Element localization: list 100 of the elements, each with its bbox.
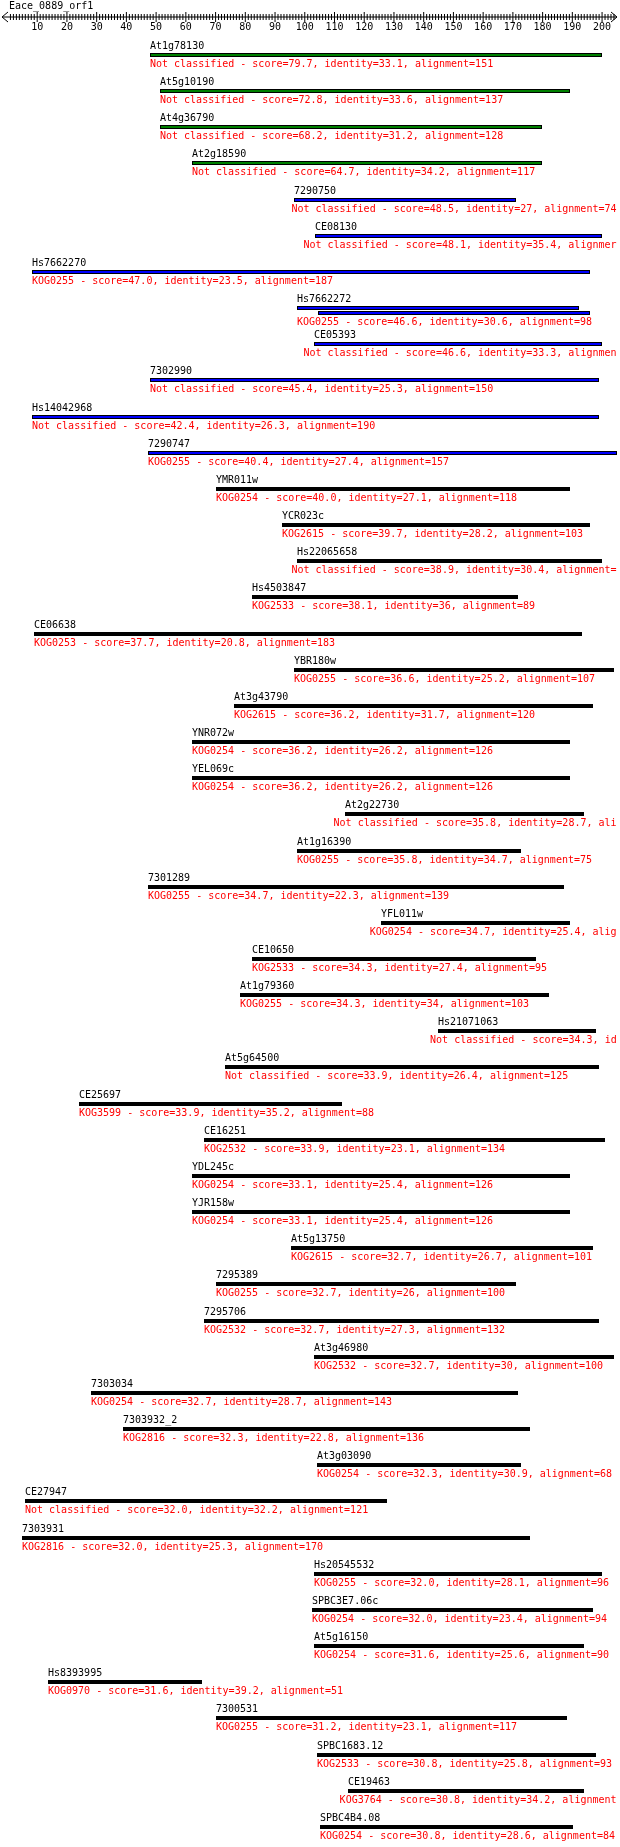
sequence-id: At3g46980 — [314, 1341, 369, 1354]
axis-tick-label: 130 — [384, 21, 403, 33]
hit-description: Not classified - score=46.6, identity=33.3, alignmen — [303, 347, 617, 360]
sequence-id: At5g16150 — [314, 1631, 369, 1644]
hit-description: KOG2533 - score=38.1, identity=36, alignment=89 — [252, 600, 535, 613]
sequence-id: At5g13750 — [291, 1233, 346, 1246]
axis-tick-label: 10 — [31, 21, 44, 33]
hit-description: Not classified - score=48.5, identity=27, alignment=74 — [291, 202, 617, 215]
sequence-id: 7295706 — [204, 1305, 247, 1318]
hit-description: KOG0254 - score=36.2, identity=26.2, alignment=126 — [192, 781, 494, 794]
axis-tick-label: 140 — [414, 21, 433, 33]
hit-description: KOG0253 - score=37.7, identity=20.8, alignment=183 — [34, 636, 336, 649]
sequence-title: Eace_0889_orf1 — [9, 0, 94, 12]
sequence-id: Hs4503847 — [252, 582, 307, 595]
hit-description: Not classified - score=32.0, identity=32.2, alignment=121 — [25, 1504, 369, 1517]
sequence-id: At2g18590 — [192, 148, 247, 161]
sequence-id: 7290750 — [294, 184, 337, 197]
axis-tick-label: 90 — [269, 21, 282, 33]
sequence-id: 7295389 — [216, 1269, 259, 1282]
hit-description: Not classified - score=72.8, identity=33.6, alignment=137 — [160, 94, 504, 107]
sequence-id: 7302990 — [150, 365, 193, 378]
axis-tick-label: 190 — [563, 21, 582, 33]
hit-description: KOG0255 - score=32.7, identity=26, alignment=100 — [216, 1287, 505, 1300]
sequence-id: SPBC1683.12 — [317, 1739, 384, 1752]
sequence-id: Hs8393995 — [48, 1667, 103, 1680]
hit-description: Not classified - score=35.8, identity=28.7, ali — [333, 817, 617, 830]
axis-tick-label: 110 — [325, 21, 344, 33]
hit-description: Not classified - score=79.7, identity=33.1, alignment=151 — [150, 58, 494, 70]
sequence-id: 7300531 — [216, 1703, 259, 1716]
sequence-id: At1g16390 — [297, 835, 352, 848]
sequence-id: SPBC4B4.08 — [320, 1811, 381, 1824]
hit-description: KOG0254 - score=40.0, identity=27.1, alignment=118 — [216, 491, 518, 504]
sequence-id: 7303932_2 — [123, 1414, 178, 1427]
sequence-id: At4g36790 — [160, 112, 215, 125]
sequence-id: CE27947 — [25, 1486, 68, 1499]
axis-tick-label: 50 — [150, 21, 163, 33]
axis-tick-label: 70 — [209, 21, 222, 33]
hit-description: Not classified - score=48.1, identity=35.4, alignmer — [303, 238, 617, 251]
hit-description: KOG0255 - score=35.8, identity=34.7, alignment=75 — [297, 853, 592, 866]
hit-description: KOG0254 - score=32.7, identity=28.7, alignment=143 — [91, 1395, 393, 1408]
sequence-id: Hs7662272 — [297, 293, 352, 306]
sequence-id: At3g43790 — [234, 690, 289, 703]
axis-tick-label: 80 — [239, 21, 252, 33]
hit-description: KOG2816 - score=32.3, identity=22.8, alignment=136 — [123, 1432, 425, 1445]
sequence-id: At3g03090 — [317, 1450, 372, 1463]
sequence-id: YMR011w — [216, 473, 259, 486]
hit-description: Not classified - score=33.9, identity=26.4, alignment=125 — [225, 1070, 569, 1083]
axis-tick-label: 120 — [355, 21, 374, 33]
hit-description: KOG0254 - score=31.6, identity=25.6, alignment=90 — [314, 1649, 609, 1662]
sequence-id: 7303034 — [91, 1377, 134, 1390]
hit-description: Not classified - score=34.3, id — [430, 1034, 617, 1047]
hit-description: KOG0254 - score=32.0, identity=23.4, alignment=94 — [312, 1612, 607, 1625]
sequence-id: 7301289 — [148, 871, 191, 884]
sequence-id: At2g22730 — [345, 799, 400, 812]
hit-description: KOG0255 - score=34.3, identity=34, alignment=103 — [240, 998, 529, 1011]
hit-description: KOG0254 - score=36.2, identity=26.2, alignment=126 — [192, 745, 494, 758]
hit-description: Not classified - score=64.7, identity=34.2, alignment=117 — [192, 166, 536, 179]
hit-description: Not classified - score=38.9, identity=30.4, alignment= — [291, 564, 617, 577]
hit-description: KOG0255 - score=31.2, identity=23.1, alignment=117 — [216, 1721, 518, 1734]
axis-tick-label: 20 — [60, 21, 73, 33]
hit-description: KOG2532 - score=32.7, identity=27.3, alignment=132 — [204, 1323, 506, 1336]
hit-description: Not classified - score=45.4, identity=25.3, alignment=150 — [150, 383, 494, 396]
sequence-id: Hs7662270 — [32, 256, 87, 269]
sequence-id: YNR072w — [192, 727, 235, 740]
hit-description: KOG0254 - score=30.8, identity=28.6, alignment=84 — [320, 1829, 615, 1842]
sequence-id: 7290747 — [148, 437, 191, 450]
hit-description: KOG2532 - score=32.7, identity=30, alignment=100 — [314, 1359, 603, 1372]
sequence-id: At1g79360 — [240, 980, 295, 993]
sequence-id: YCR023c — [282, 510, 325, 523]
hit-description: KOG2816 - score=32.0, identity=25.3, alignment=170 — [22, 1540, 324, 1553]
sequence-id: CE10650 — [252, 944, 295, 956]
sequence-id: CE08130 — [315, 220, 358, 233]
hit-description: KOG0255 - score=40.4, identity=27.4, alignment=157 — [148, 455, 450, 468]
sequence-id: SPBC3E7.06c — [312, 1594, 379, 1607]
hit-description: KOG2532 - score=33.9, identity=23.1, alignment=134 — [204, 1142, 506, 1155]
axis-tick-label: 160 — [474, 21, 493, 33]
sequence-id: CE16251 — [204, 1124, 247, 1137]
hit-description: KOG0255 - score=34.7, identity=22.3, alignment=139 — [148, 889, 450, 902]
hit-description: KOG2615 - score=39.7, identity=28.2, alignment=103 — [282, 528, 584, 541]
sequence-id: Hs22065658 — [297, 546, 358, 559]
sequence-id: At5g10190 — [160, 76, 215, 89]
axis-tick-label: 30 — [90, 21, 103, 33]
hit-description: KOG0255 - score=46.6, identity=30.6, alignment=98 — [297, 316, 592, 329]
sequence-id: CE06638 — [34, 618, 77, 631]
sequence-id: YEL069c — [192, 763, 235, 776]
hit-description: Not classified - score=42.4, identity=26.3, alignment=190 — [32, 419, 376, 432]
hit-description: KOG0254 - score=34.7, identity=25.4, alig — [369, 925, 617, 938]
axis-tick-label: 60 — [179, 21, 192, 33]
hit-description: KOG2615 - score=36.2, identity=31.7, alignment=120 — [234, 708, 536, 721]
sequence-id: At5g64500 — [225, 1052, 280, 1065]
sequence-id: Hs21071063 — [438, 1016, 499, 1029]
sequence-id: Hs14042968 — [32, 401, 93, 414]
hit-description: KOG3599 - score=33.9, identity=35.2, alignment=88 — [79, 1106, 374, 1119]
sequence-id: YFL011w — [381, 907, 424, 920]
hit-description: KOG3764 - score=30.8, identity=34.2, alignment — [339, 1793, 617, 1806]
hit-description: KOG0970 - score=31.6, identity=39.2, alignment=51 — [48, 1685, 343, 1698]
sequence-id: CE19463 — [348, 1775, 391, 1788]
hit-description: Not classified - score=68.2, identity=31.2, alignment=128 — [160, 130, 504, 143]
sequence-id: YDL245c — [192, 1160, 235, 1173]
axis-tick-label: 150 — [444, 21, 463, 33]
